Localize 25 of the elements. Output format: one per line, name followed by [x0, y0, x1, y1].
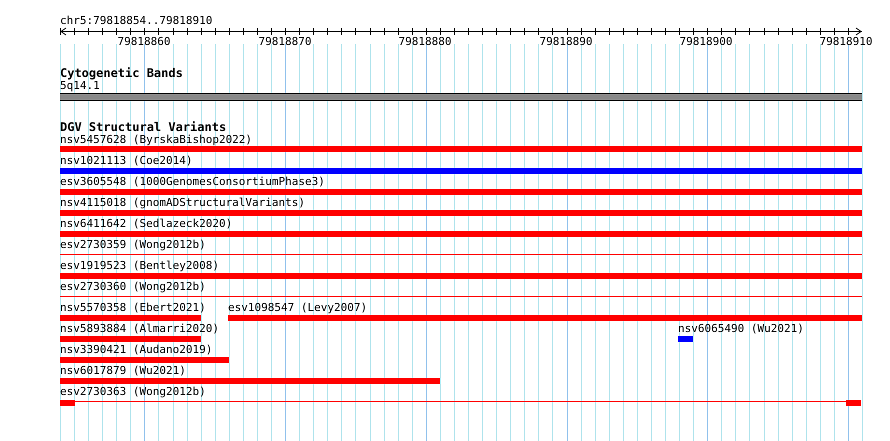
variant-label: esv1919523 (Bentley2008)	[60, 260, 219, 272]
variant-label: esv3605548 (1000GenomesConsortiumPhase3)	[60, 176, 325, 188]
variant-label: esv1098547 (Levy2007)	[228, 302, 368, 314]
variant-label: nsv4115018 (gnomADStructuralVariants)	[60, 197, 306, 209]
variant-label: nsv5893884 (Almarri2020)	[60, 323, 219, 335]
tick-label: 79818870	[258, 36, 312, 48]
variant-label: esv2730359 (Wong2012b)	[60, 239, 206, 251]
variant-label: nsv5457628 (ByrskaBishop2022)	[60, 134, 252, 146]
variant-label: esv2730363 (Wong2012b)	[60, 386, 206, 398]
track-title: Cytogenetic Bands	[60, 67, 183, 79]
variant-label: nsv6411642 (Sedlazeck2020)	[60, 218, 232, 230]
variant-label: nsv6065490 (Wu2021)	[678, 323, 804, 335]
coordinate-label: chr5:79818854..79818910	[60, 15, 212, 27]
tick-label: 79818890	[540, 36, 592, 48]
variant-label: nsv3390421 (Audano2019)	[60, 344, 212, 356]
tick-label: 79818880	[398, 36, 452, 48]
variant-label: esv2730360 (Wong2012b)	[60, 281, 206, 293]
variant-label: nsv5570358 (Ebert2021)	[60, 302, 206, 314]
variant-label: nsv1021113 (Coe2014)	[60, 155, 192, 167]
tick-label: 79818900	[680, 36, 732, 48]
tick-label: 79818860	[118, 36, 170, 48]
track-title: DGV Structural Variants	[60, 121, 226, 133]
variant-label: nsv6017879 (Wu2021)	[60, 365, 186, 377]
tick-label: 79818910	[820, 36, 872, 48]
band-label: 5q14.1	[60, 80, 100, 92]
